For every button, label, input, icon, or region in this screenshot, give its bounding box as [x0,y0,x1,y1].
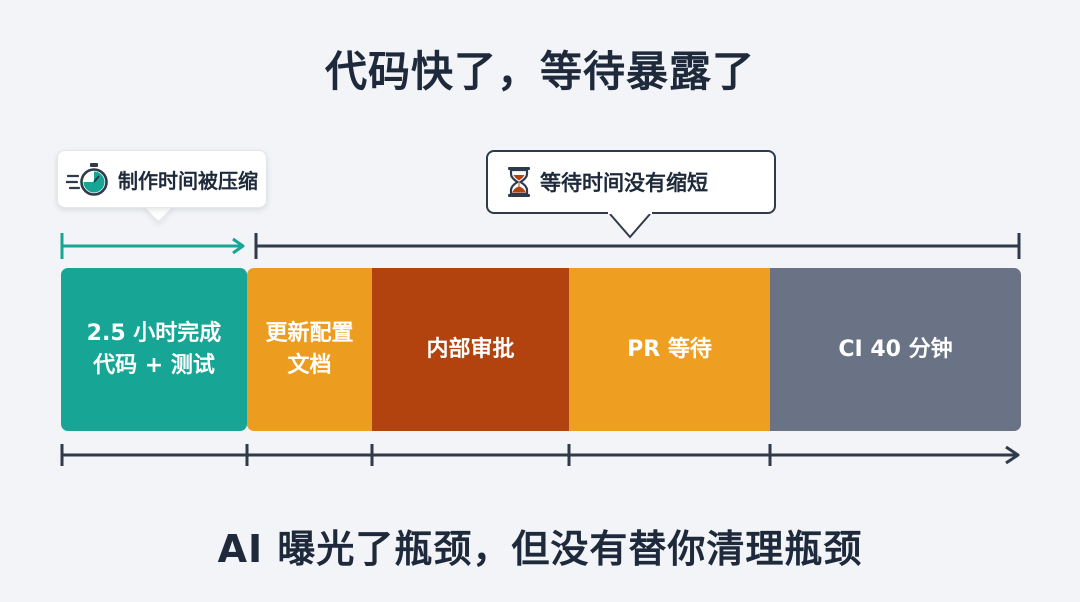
block-update-docs-label: 更新配置 文档 [265,320,354,378]
hourglass-icon [506,166,532,198]
page-subtitle: AI 曝光了瓶颈，但没有替你清理瓶颈 [217,527,863,571]
block-pr-wait: PR 等待 [569,268,770,431]
block-internal-approval: 内部审批 [372,268,569,431]
callout-production-text: 制作时间被压缩 [118,168,258,193]
block-code-test: 2.5 小时完成 代码 + 测试 [61,268,247,431]
block-code-test-label: 2.5 小时完成 代码 + 测试 [86,320,222,378]
block-ci-time: CI 40 分钟 [770,268,1021,431]
block-pr-wait-label: PR 等待 [627,336,712,362]
callout-wait-text: 等待时间没有缩短 [540,171,708,195]
stopwatch-icon [66,161,110,197]
block-update-docs: 更新配置 文档 [247,268,372,431]
production-bracket [60,233,245,259]
timeline-axis [60,444,1020,466]
callout-wait-time: 等待时间没有缩短 [486,150,776,214]
page-title: 代码快了，等待暴露了 [324,47,755,96]
callout-production-time: 制作时间被压缩 [57,150,267,208]
block-internal-approval-label: 内部审批 [426,336,515,362]
block-ci-time-label: CI 40 分钟 [838,336,953,362]
